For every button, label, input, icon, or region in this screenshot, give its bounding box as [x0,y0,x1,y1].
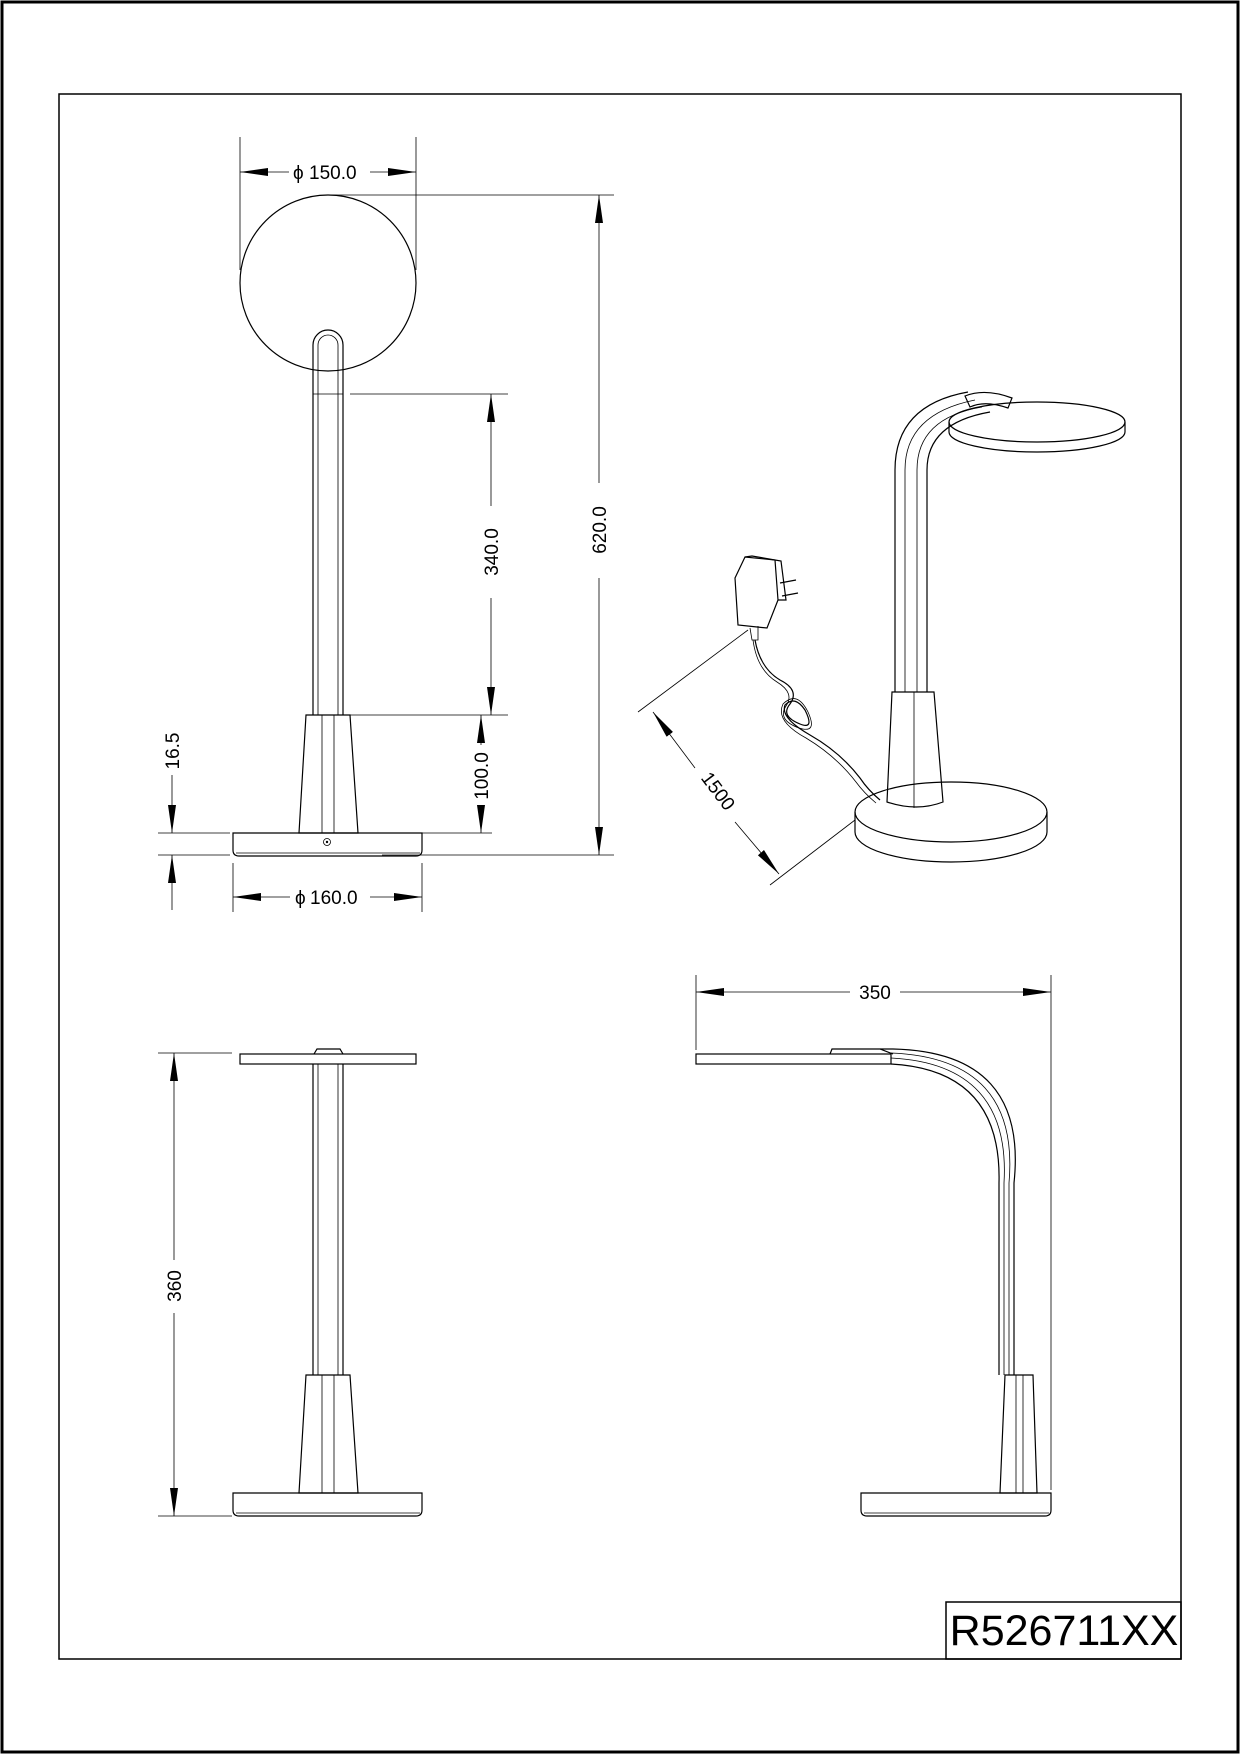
dim-arm-length-value: 340.0 [482,528,503,576]
side-lamp-head [239,1048,417,1065]
profile-view: 350 [695,975,1052,1517]
dim-arm-length: 340.0 [350,393,508,716]
product-code: R526711XX [950,1607,1179,1655]
profile-lamp-stand [999,1374,1038,1494]
lamp-stand [298,714,359,834]
svg-text:ϕ: ϕ [295,888,306,909]
front-view: ϕ 150.0 620.0 340.0 100.0 [158,137,614,912]
perspective-view: 1500 [637,391,1126,886]
perspective-stand [886,691,944,808]
dim-profile-reach-value: 350 [859,983,891,1004]
lamp-base [232,832,423,857]
lamp-head [239,194,417,372]
power-adapter-icon [734,555,799,641]
svg-text:ϕ: ϕ [293,163,304,184]
dim-cable-length-value: 1500 [696,768,738,814]
touch-switch-icon [323,838,331,846]
dim-head-diameter: ϕ 150.0 [239,137,417,270]
dim-base-diameter: ϕ 160.0 [232,863,423,912]
dim-base-thickness-value: 16.5 [163,733,184,770]
side-lamp-base [232,1492,423,1517]
dim-stand-height: 100.0 [420,715,493,834]
power-cable [754,639,881,801]
dim-cable-length: 1500 [637,629,856,886]
dim-stand-height-value: 100.0 [472,752,493,800]
dim-side-height-value: 360 [165,1270,186,1302]
dim-side-height: 360 [158,1052,232,1517]
inner-frame [58,93,1182,1660]
profile-lamp-base [860,1492,1052,1517]
dim-overall-height: 620.0 [330,194,614,856]
dim-base-thickness: 16.5 [158,733,230,910]
dim-head-diameter-value: 150.0 [309,163,357,184]
perspective-gooseneck [894,391,991,692]
perspective-base [854,781,1048,863]
title-block: R526711XX [945,1601,1182,1660]
side-lamp-arm [312,1064,344,1375]
profile-gooseneck [880,1048,1016,1375]
dim-base-diameter-value: 160.0 [310,888,358,909]
dim-profile-reach: 350 [695,975,1052,1490]
profile-lamp-head [695,1048,894,1065]
lamp-arm [312,329,344,715]
dim-overall-height-value: 620.0 [590,506,611,554]
side-view: 360 [158,1048,423,1517]
perspective-lamp-head [948,391,1126,453]
side-lamp-stand [298,1374,359,1494]
